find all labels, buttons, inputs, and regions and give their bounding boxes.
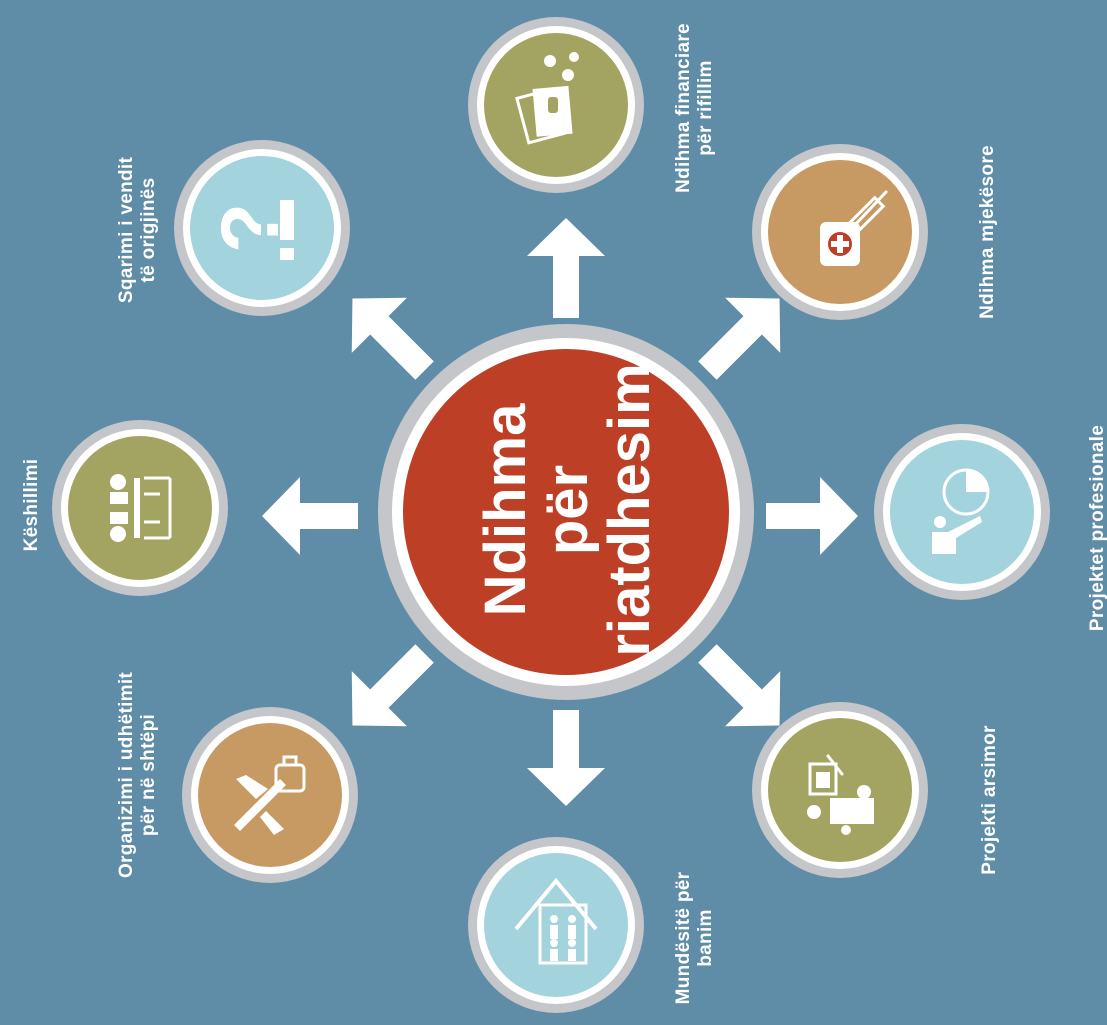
node-origin: ? [174,140,350,316]
node-professional [874,424,1050,600]
label-counselling: Këshillimi [21,458,42,552]
documents-icon [515,52,579,145]
node-counselling [52,420,228,596]
node-education [752,702,928,878]
arrow-up-right [351,297,434,380]
counselling-icon [110,474,172,542]
arrow-down-right [351,644,434,727]
arrow-down [527,710,605,806]
node-financial [468,17,644,193]
arrow-right [766,477,858,555]
airplane-luggage-icon [234,755,306,835]
arrow-down-left [698,644,781,727]
node-travel [182,707,358,883]
center-title: Ndihma për riatdhesim [473,363,662,657]
node-medical [752,144,928,320]
center-title-line2: për [535,464,600,556]
center-title-line1: Ndihma [473,403,538,617]
arrow-left [262,477,358,555]
label-professional: Projektet profesionale [1087,424,1107,632]
center-title-line3: riatdhesim [597,363,662,657]
label-medical: Ndihma mjekësore [977,145,998,319]
label-education: Projekti arsimor [979,725,1000,875]
node-housing [468,837,644,1013]
center-node [378,324,754,700]
arrow-up [527,218,605,318]
presentation-icon [932,468,990,554]
house-icon [514,877,598,965]
medical-kit-icon [820,190,888,266]
arrow-up-left [698,297,781,380]
question-mark-icon: ? [205,200,296,260]
education-icon [807,754,874,835]
